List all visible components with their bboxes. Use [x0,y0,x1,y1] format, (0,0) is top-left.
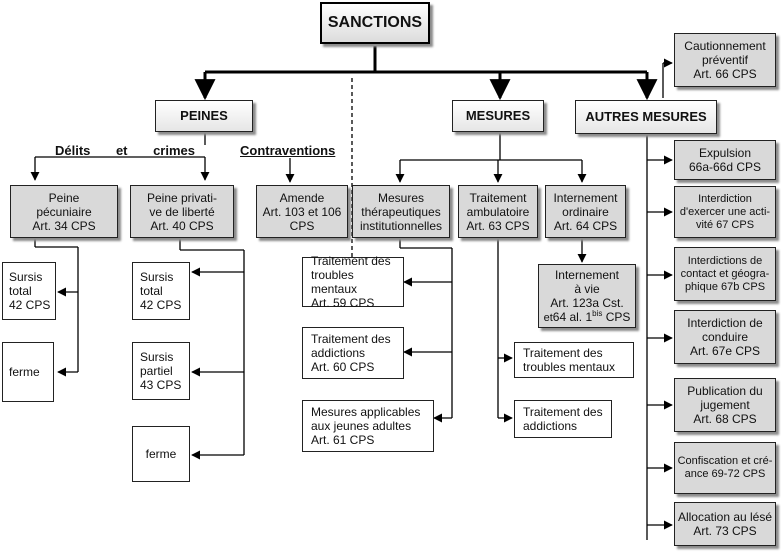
amende-box: Amende Art. 103 et 106 CPS [256,185,348,238]
internement-ordinaire-box: Internement ordinaire Art. 64 CPS [545,185,626,238]
interdictions-contact-box: Interdictions de contact et géogra- phiq… [674,247,776,301]
ferme-box-1: ferme [2,342,54,402]
internement-a-vie-box: Internement à vie Art. 123a Cst. et64 al… [538,264,636,328]
publication-box: Publication du jugement Art. 68 CPS [674,378,776,432]
mesures-header: MESURES [452,100,544,132]
interdiction-exercer-box: Interdiction d'exercer une acti- vité 67… [674,186,776,238]
confiscation-box: Confiscation et cré- ance 69-72 CPS [674,442,776,494]
peine-pecuniaire-box: Peine pécuniaire Art. 34 CPS [10,185,118,238]
sursis-total-box-2: Sursis total 42 CPS [132,262,190,320]
allocation-box: Allocation au lésé Art. 73 CPS [674,502,776,546]
troubles-mentaux-59-box: Traitement des troubles mentaux Art. 59 … [302,254,404,310]
internement-vie-art64: et64 al. 1bis CPS [543,308,631,324]
troubles-mentaux-amb-box: Traitement des troubles mentaux [514,342,634,378]
contraventions-label: Contraventions [240,143,336,158]
autres-mesures-header: AUTRES MESURES [575,100,717,134]
interdiction-conduire-box: Interdiction de conduire Art. 67e CPS [674,310,776,364]
title-text: SANCTIONS [327,14,423,31]
sanctions-title: SANCTIONS [320,2,430,44]
traitement-ambulatoire-box: Traitement ambulatoire Art. 63 CPS [458,185,538,238]
addictions-amb-box: Traitement des addictions [514,400,612,438]
ferme-box-2: ferme [132,426,190,482]
mesures-therapeutiques-box: Mesures thérapeutiques institutionnelles [352,185,450,238]
addictions-60-box: Traitement des addictions Art. 60 CPS [302,327,404,379]
sursis-total-box-1: Sursis total 42 CPS [2,262,56,320]
expulsion-box: Expulsion 66a-66d CPS [674,140,776,180]
cautionnement-box: Cautionnement préventif Art. 66 CPS [674,33,776,87]
delits-et-crimes-label: Délits et crimes [55,143,195,158]
sursis-partiel-box: Sursis partiel 43 CPS [132,342,190,400]
jeunes-adultes-61-box: Mesures applicables aux jeunes adultes A… [302,400,434,452]
peine-privative-box: Peine privati- ve de liberté Art. 40 CPS [130,185,234,238]
peines-header: PEINES [155,100,253,132]
